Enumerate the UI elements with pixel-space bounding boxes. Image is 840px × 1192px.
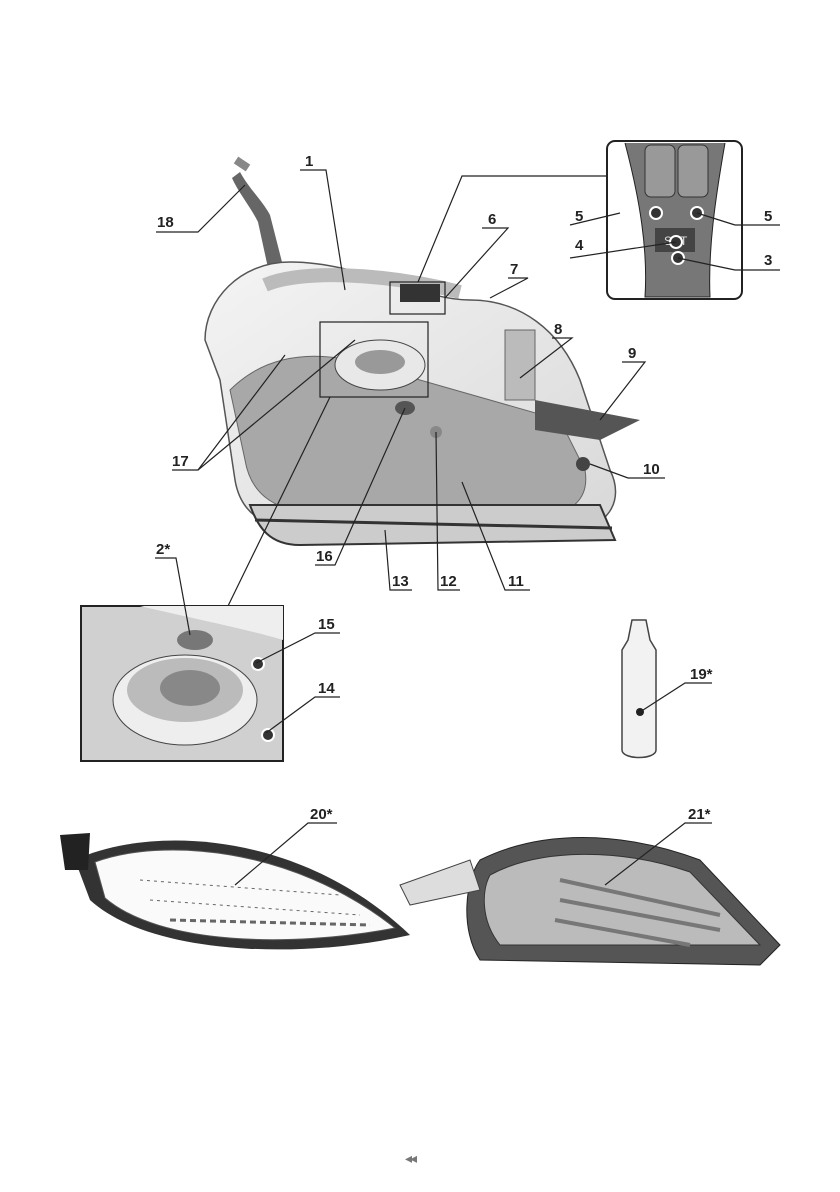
callout-9: 9	[628, 345, 636, 362]
callout-14: 14	[318, 680, 335, 697]
callout-11: 11	[508, 573, 524, 590]
dial-inset	[80, 605, 284, 762]
callout-10: 10	[643, 461, 660, 478]
page-marker: ◂◂	[405, 1150, 417, 1166]
callout-18: 18	[157, 214, 174, 231]
callout-8: 8	[554, 321, 562, 338]
callout-2: 2*	[156, 541, 170, 558]
textile-protector	[399, 837, 781, 966]
callout-labels: 1 18 6 7 5 5 4 3 8 9 10 11 12 13 16 17 2…	[156, 153, 772, 823]
callout-7: 7	[510, 261, 518, 278]
callout-20: 20*	[310, 806, 333, 823]
power-cord	[232, 156, 282, 268]
callout-21: 21*	[688, 806, 711, 823]
callout-19: 19*	[690, 666, 713, 683]
iron-illustration	[204, 261, 640, 547]
callout-15: 15	[318, 616, 335, 633]
leader-lines	[155, 169, 780, 886]
callout-16: 16	[316, 548, 333, 565]
callout-5-right: 5	[764, 208, 772, 225]
callout-1: 1	[305, 153, 313, 170]
water-fill-cover	[535, 400, 640, 440]
callout-6: 6	[488, 211, 496, 228]
handle-controls-inset: SET	[606, 140, 743, 300]
callout-13: 13	[392, 573, 409, 590]
measuring-cup	[621, 619, 657, 759]
callout-4: 4	[575, 237, 584, 254]
callout-3: 3	[764, 252, 772, 269]
callout-12: 12	[440, 573, 457, 590]
soleplate-protector	[60, 833, 410, 950]
callout-5-left: 5	[575, 208, 583, 225]
callout-17: 17	[172, 453, 189, 470]
